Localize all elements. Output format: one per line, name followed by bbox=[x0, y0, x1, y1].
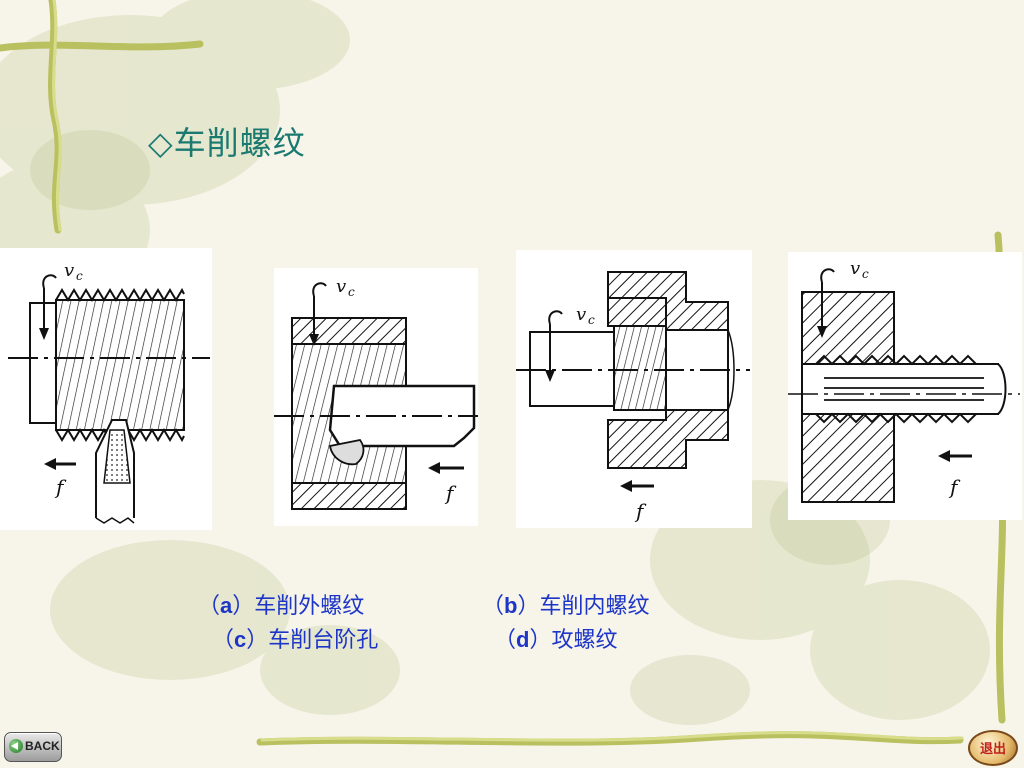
caption-a-text: ）车削外螺纹 bbox=[232, 594, 365, 619]
caption-d-letter: d bbox=[516, 627, 530, 652]
back-button[interactable]: BACK bbox=[4, 732, 62, 762]
caption-b: （b）车削内螺纹 bbox=[482, 588, 649, 620]
diagram-c-speed-subscript: c bbox=[588, 313, 595, 327]
caption-c-open: （ bbox=[212, 628, 235, 653]
diagram-b-speed-label: v bbox=[336, 276, 346, 297]
diagram-d-speed-label: v bbox=[850, 258, 860, 279]
slide-title: ◇车削螺纹 bbox=[148, 124, 306, 162]
diagram-d-feed-label: f bbox=[948, 475, 961, 499]
caption-b-text: ）车削内螺纹 bbox=[517, 594, 650, 619]
caption-a-letter: a bbox=[220, 593, 233, 618]
diagram-a-feed-label: f bbox=[54, 475, 67, 499]
diagram-a-speed-label: v bbox=[64, 260, 74, 281]
diagram-b-internal-thread: v c f bbox=[274, 268, 478, 526]
diagram-c-stepped-hole: v c f bbox=[516, 250, 752, 528]
diagram-a-speed-subscript: c bbox=[76, 269, 83, 283]
exit-button[interactable]: 退出 bbox=[968, 730, 1018, 766]
diagram-b-feed-label: f bbox=[444, 481, 457, 505]
caption-a-open: （ bbox=[198, 594, 221, 619]
caption-b-open: （ bbox=[482, 594, 505, 619]
diagram-d-tapping: v c f bbox=[788, 252, 1022, 520]
caption-b-letter: b bbox=[504, 593, 518, 618]
back-button-label: BACK bbox=[25, 739, 60, 753]
caption-c: （c）车削台阶孔 bbox=[212, 622, 378, 654]
exit-button-label: 退出 bbox=[979, 742, 1006, 757]
diagram-b-speed-subscript: c bbox=[348, 285, 355, 299]
caption-a: （a）车削外螺纹 bbox=[198, 588, 364, 620]
diagram-a-external-thread: v c f bbox=[0, 248, 212, 530]
caption-c-text: ）车削台阶孔 bbox=[246, 628, 379, 653]
back-arrow-icon bbox=[9, 739, 23, 753]
diagram-d-speed-subscript: c bbox=[862, 267, 869, 281]
caption-c-letter: c bbox=[234, 627, 247, 652]
diagram-c-speed-label: v bbox=[576, 304, 586, 325]
caption-d-open: （ bbox=[494, 628, 517, 653]
diagram-c-feed-label: f bbox=[634, 499, 647, 523]
caption-d-text: ）攻螺纹 bbox=[529, 628, 618, 653]
caption-d: （d）攻螺纹 bbox=[494, 622, 617, 654]
